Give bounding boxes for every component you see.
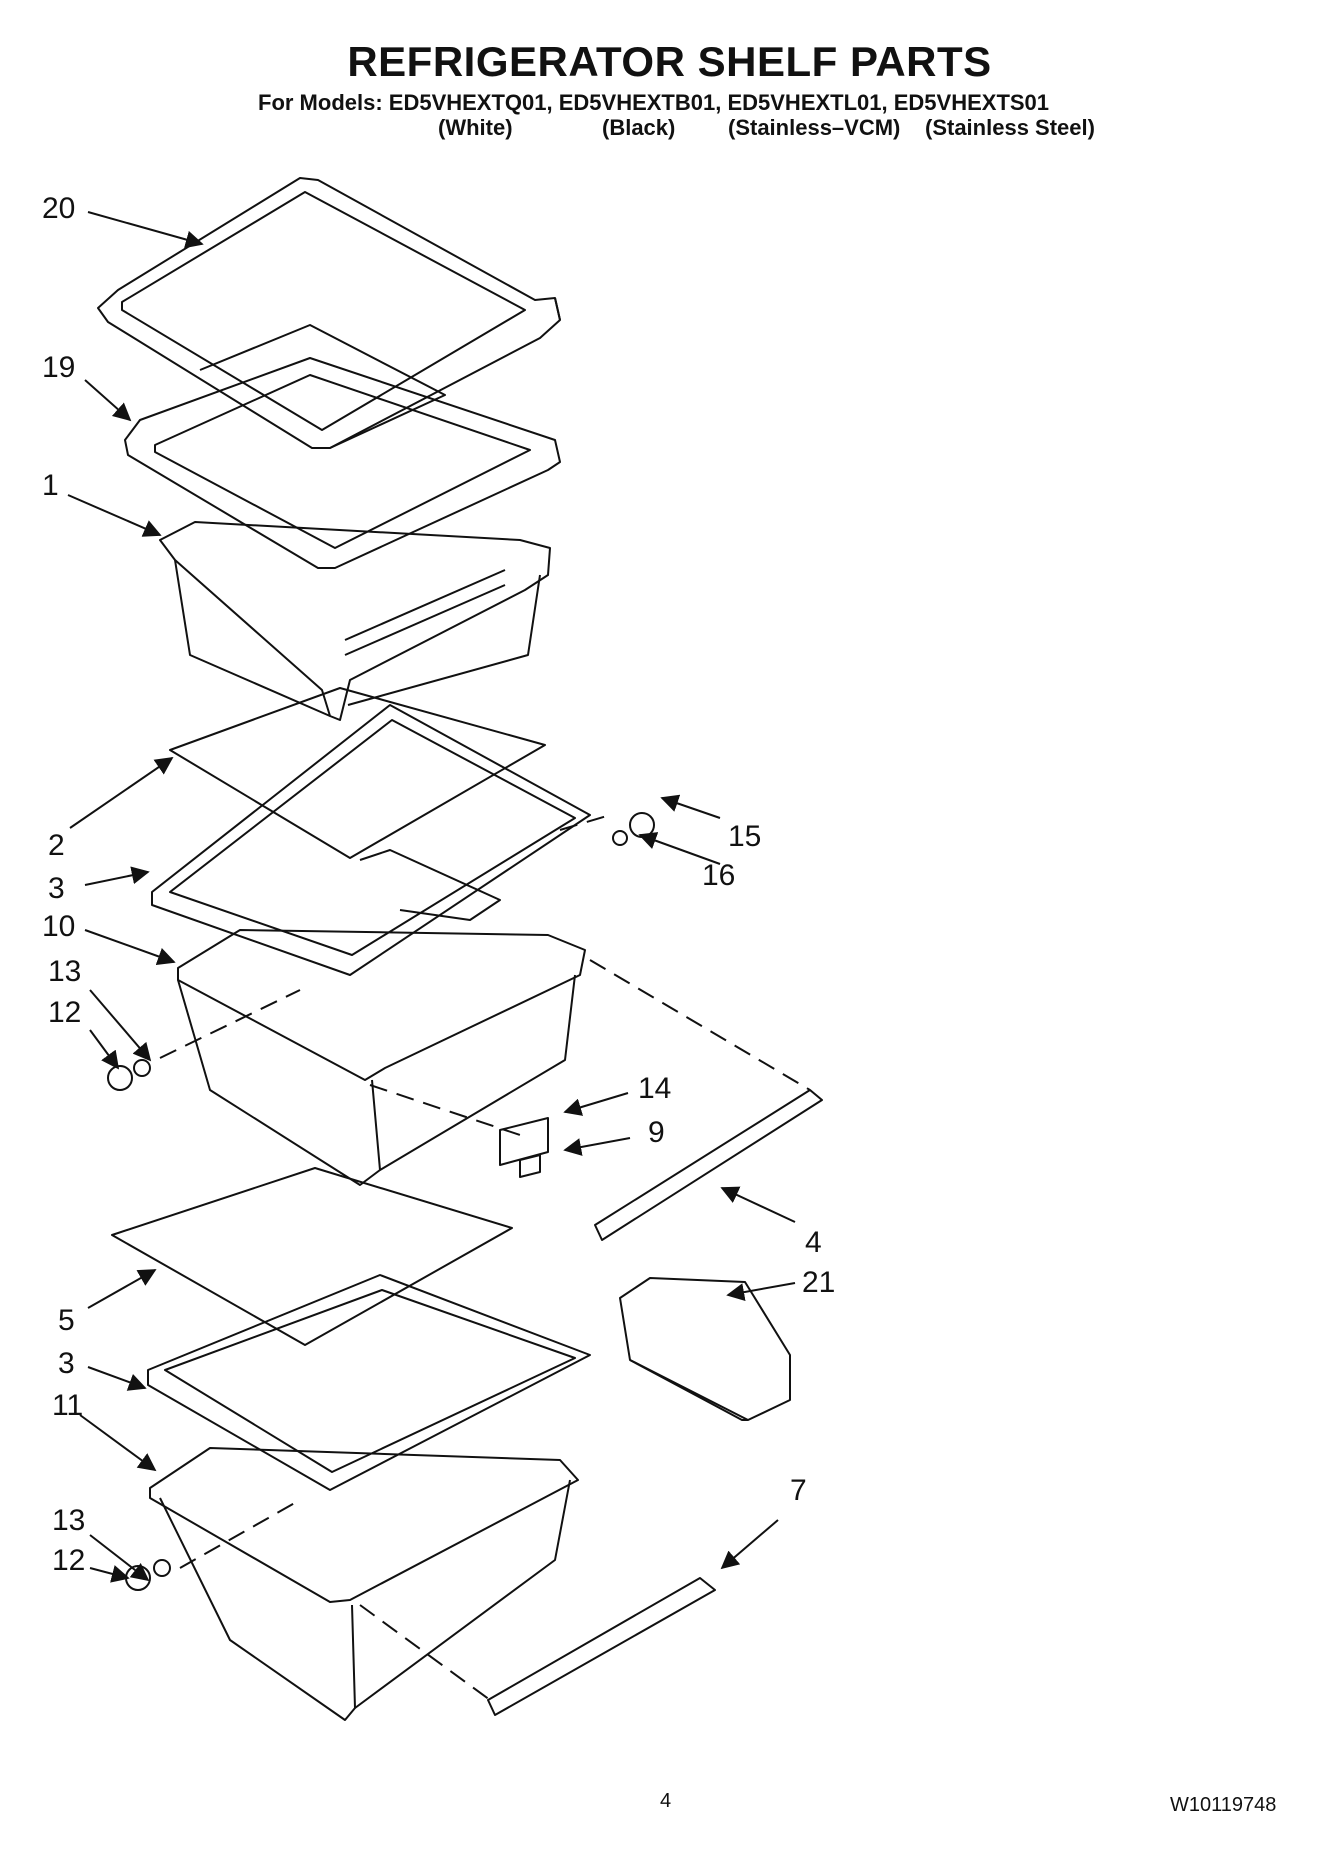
part-12-13-knob-lower xyxy=(125,1559,171,1591)
callout-4: 4 xyxy=(805,1226,822,1259)
callout-12: 12 xyxy=(52,1544,85,1577)
part-10-drawer xyxy=(177,849,586,1186)
callout-7: 7 xyxy=(790,1474,807,1507)
part-11-drawer xyxy=(149,1447,579,1721)
models-line: For Models: ED5VHEXTQ01, ED5VHEXTB01, ED… xyxy=(258,90,1050,115)
callout-13: 13 xyxy=(52,1504,85,1537)
part-20-shelf xyxy=(97,177,561,449)
callout-5: 5 xyxy=(58,1304,75,1337)
page-title: REFRIGERATOR SHELF PARTS xyxy=(347,38,992,85)
part-1-tray xyxy=(159,521,551,721)
callout-9: 9 xyxy=(648,1116,665,1149)
part-2-glass xyxy=(169,687,546,859)
callout-13: 13 xyxy=(48,955,81,988)
part-14-9-bracket xyxy=(499,1117,549,1178)
callout-20: 20 xyxy=(42,192,75,225)
part-7-rail xyxy=(487,1577,716,1716)
callout-14: 14 xyxy=(638,1072,671,1105)
variant-white: (White) xyxy=(438,115,513,140)
callout-16: 16 xyxy=(702,859,735,892)
part-21-bin xyxy=(619,1277,791,1421)
callout-2: 2 xyxy=(48,829,65,862)
callout-21: 21 xyxy=(802,1266,835,1299)
part-5-glass xyxy=(111,1167,513,1346)
callout-10: 10 xyxy=(42,910,75,943)
document-number: W10119748 xyxy=(1170,1794,1277,1816)
part-15-16-knob xyxy=(612,812,655,846)
callout-11: 11 xyxy=(52,1389,83,1422)
callout-3: 3 xyxy=(58,1347,75,1380)
variant-stainless-steel: (Stainless Steel) xyxy=(925,115,1095,140)
callout-12: 12 xyxy=(48,996,81,1029)
page-number: 4 xyxy=(660,1790,672,1812)
variant-stainless-vcm: (Stainless–VCM) xyxy=(728,115,901,140)
part-19-shelf xyxy=(124,357,561,569)
callout-19: 19 xyxy=(42,351,75,384)
part-3-frame-lower xyxy=(147,1274,591,1491)
callout-1: 1 xyxy=(42,469,59,502)
part-4-rail xyxy=(594,1089,823,1241)
callout-15: 15 xyxy=(728,820,761,853)
callout-3: 3 xyxy=(48,872,65,905)
part-3-frame-upper xyxy=(151,704,591,976)
variant-black: (Black) xyxy=(602,115,676,140)
